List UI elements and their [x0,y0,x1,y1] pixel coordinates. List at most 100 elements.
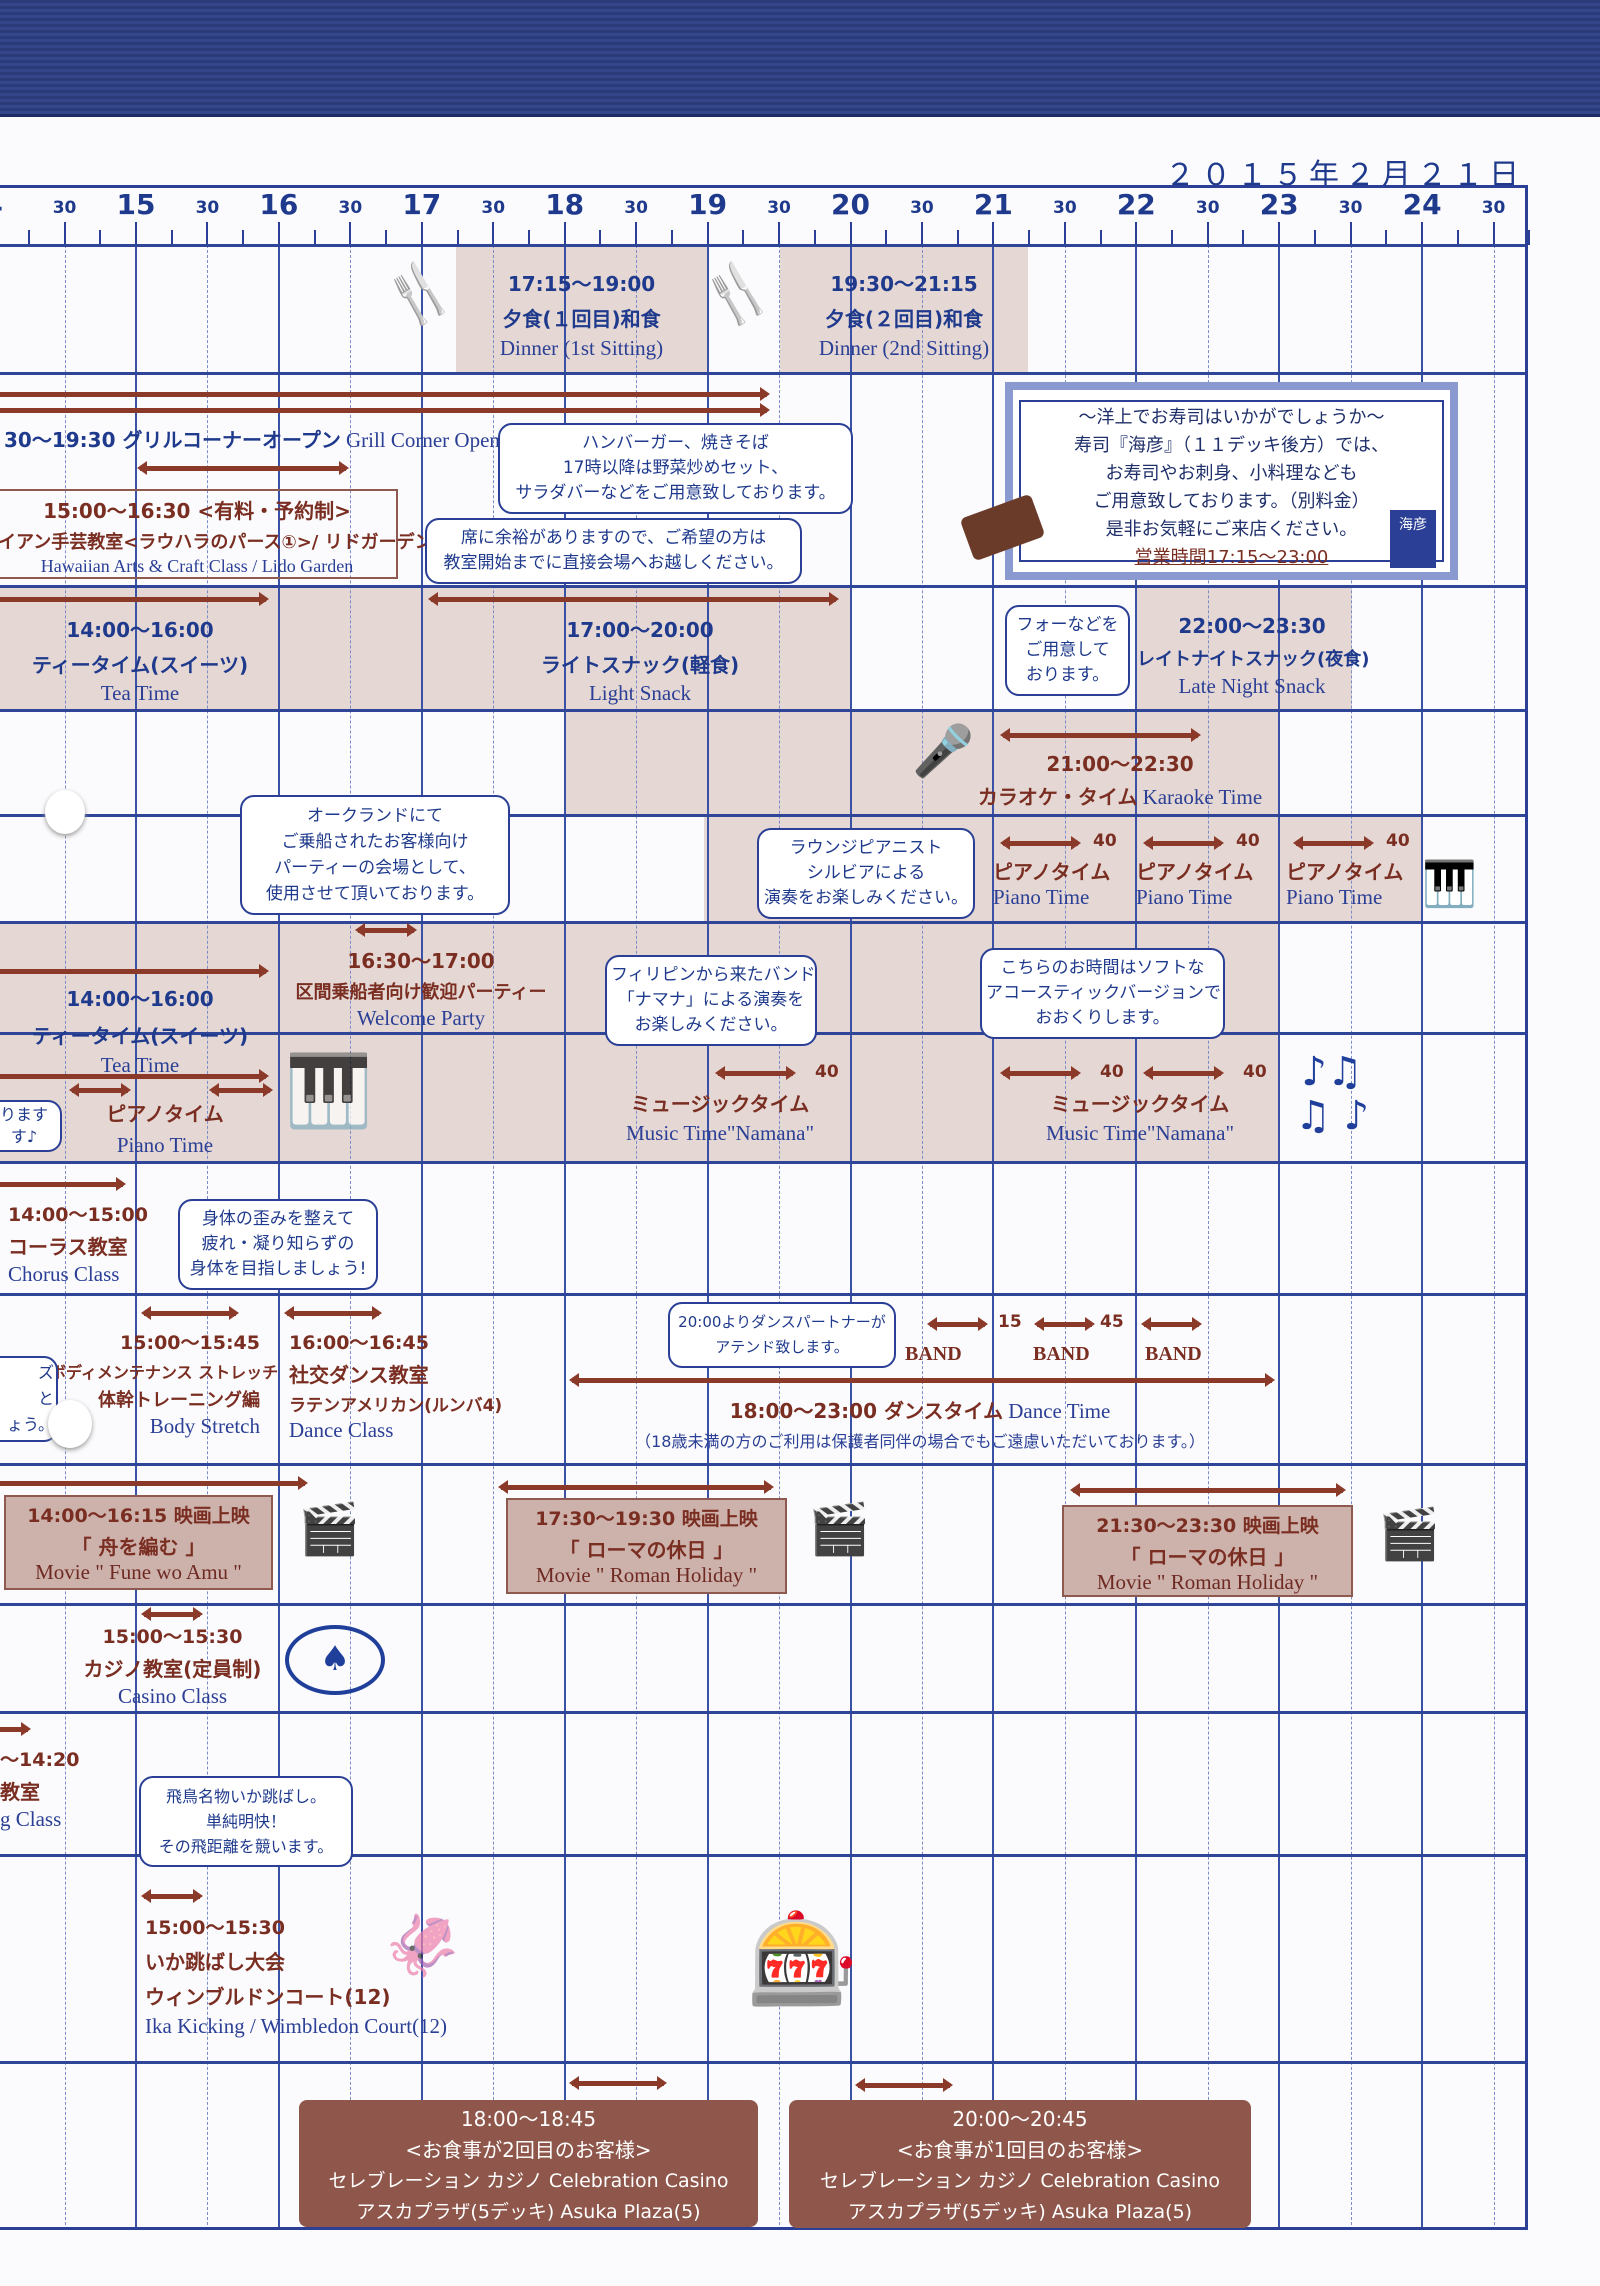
late-snack-title: レイトナイトスナック(夜食) [1137,649,1370,670]
chorus-title: コーラス教室 [8,1235,128,1259]
bubble-line: 身体の歪みを整えて [201,1209,355,1229]
sushi-line: 是非お気軽にご来店ください。 [1105,519,1358,540]
dance-time: 18:00〜23:00 ダンスタイム Dance Time （18歳未満の方のご… [560,1395,1280,1452]
music-time-2: ミュージックタイム Music Time"Namana" [1020,1088,1260,1146]
half-hour-gridline [921,245,923,2230]
dance-time-title: 18:00〜23:00 ダンスタイム [729,1399,1004,1423]
hawaiian-time: 15:00〜16:30 <有料・予約制> [43,499,351,523]
partial-class-time: 〜14:20 [0,1749,80,1771]
stretch-time: 15:00〜15:45 [120,1332,260,1354]
piano-afternoon-arrow-2 [69,1083,131,1097]
row-divider [0,1463,1528,1466]
ruler-tick [1171,230,1174,245]
dinner-2nd: 19:30〜21:15 夕食(２回目)和食 Dinner (2nd Sittin… [780,268,1028,361]
bubble-line: 飛鳥名物いか跳ばし。 [165,1787,326,1806]
casino-class-en: Casino Class [117,1684,228,1708]
ruler-tick [1492,222,1495,245]
ruler-tick [706,222,709,245]
music2-arrow-2 [1143,1066,1224,1080]
ruler-tick [492,222,495,245]
bubble-line: 演奏をお楽しみください。 [764,888,968,908]
band3-arrow [1141,1317,1202,1331]
duration-label: 45 [1100,1312,1124,1332]
music1-arrow [715,1066,796,1080]
bubble-partner: 20:00よりダンスパートナーが アテンド致します。 [668,1302,896,1368]
late-night-snack: 22:00〜23:30 レイトナイトスナック(夜食) Late Night Sn… [1137,610,1370,699]
band-label: BAND [1145,1343,1202,1365]
punch-hole [48,1400,92,1448]
ruler-tick [635,222,638,245]
bubble-line: アテンド致します。 [715,1338,849,1356]
bubble-line: 単純明快！ [205,1812,286,1831]
bubble-pho: フォーなどを ご用意して おります。 [1005,605,1130,696]
half-hour-gridline [1493,245,1495,2230]
ruler-tick [885,230,888,245]
ruler-label: 30 [1338,198,1363,218]
ruler-tick [277,222,280,245]
partial-class-title: 教室 [0,1780,40,1804]
grill-arrow-2 [0,403,770,417]
late-snack-en: Late Night Snack [1178,674,1326,698]
ruler-label: 30 [624,198,648,218]
punch-hole [45,790,85,834]
ika-venue: ウィンブルドンコート(12) [145,1985,391,2009]
movie-title: 17:30〜19:30 映画上映 [535,1508,758,1530]
celebration-casino-2: 20:00〜20:45 <お食事が1回目のお客様> セレブレーション カジノ C… [789,2100,1251,2228]
ruler-tick [527,230,530,245]
bubble-line: 20:00よりダンスパートナーが [678,1313,886,1331]
bubble-ika: 飛鳥名物いか跳ばし。 単純明快！ その飛距離を競います。 [139,1776,353,1867]
half-hour-gridline [1207,245,1209,2230]
grill-en: Grill Corner Open [345,428,500,452]
ruler-tick [992,222,995,245]
bubble-line: ズ [37,1363,54,1382]
bubble-line: と [37,1389,54,1408]
tea1-time: 14:00〜16:00 [66,618,214,642]
hawaiian-en: Hawaiian Arts & Craft Class / Lido Garde… [40,556,354,576]
ruler-tick [1063,222,1066,245]
tea-time-2: 14:00〜16:00 ティータイム(スイーツ) Tea Time [0,983,280,1078]
tea2-arrow [0,964,269,978]
movie-jp: 「 舟を編む 」 [71,1535,206,1559]
dance-class-en: Dance Class [289,1418,394,1442]
ruler-tick [563,222,566,245]
sushi-hours: 営業時間17:15〜23:00 [1134,547,1329,568]
ruler-label: 21 [973,188,1013,221]
row-divider [0,1293,1528,1296]
ika-title: いか跳ばし大会 [145,1950,285,1974]
roulette-icon: ♠ [285,1625,385,1695]
ruler-tick [385,230,388,245]
bubble-pianist: ラウンジピアニスト シルビアによる 演奏をお楽しみください。 [757,828,975,919]
dance-time-arrow [569,1373,1275,1387]
ruler-tick [1313,230,1316,245]
movie3-arrow [1070,1483,1346,1497]
clapperboard-icon: 🎬 [808,1500,871,1558]
ruler-tick [313,230,316,245]
ruler-tick [99,230,102,245]
dance-class-time: 16:00〜16:45 [289,1332,429,1354]
bubble-line: 身体を目指しましょう! [189,1259,367,1279]
karaoke-title: カラオケ・タイム [977,785,1138,809]
bubble-line: アコースティックバージョンで [986,983,1221,1003]
ika-en: Ika Kicking / Wimbledon Court(12) [145,2014,448,2038]
celebration-audience: <お食事が2回目のお客様> [405,2138,652,2162]
welcome-title: 区間乗船者向け歓迎パーティー [295,982,547,1003]
hour-gridline [1135,245,1138,2230]
dinner-2nd-en: Dinner (2nd Sitting) [818,336,990,360]
top-banner [0,0,1600,117]
ruler-label: 23 [1259,188,1299,221]
ruler-tick [1456,230,1459,245]
dinner2-bg [780,245,1028,373]
chorus-class: 14:00〜15:00 コーラス教室 Chorus Class [8,1200,148,1287]
row-divider [0,244,1528,247]
ruler-tick [63,222,66,245]
bubble-partial-piano: ります す♪ [0,1100,62,1152]
casino-class-title: カジノ教室(定員制) [83,1657,262,1681]
row-divider [0,585,1528,588]
celebration-title: セレブレーション カジノ Celebration Casino [820,2170,1220,2192]
clapperboard-icon: 🎬 [1378,1505,1441,1563]
movie1-arrow [0,1476,308,1490]
row-divider [0,2061,1528,2064]
celebration-title: セレブレーション カジノ Celebration Casino [328,2170,729,2192]
celebration1-arrow [569,2076,667,2090]
movie2-arrow [498,1480,774,1494]
